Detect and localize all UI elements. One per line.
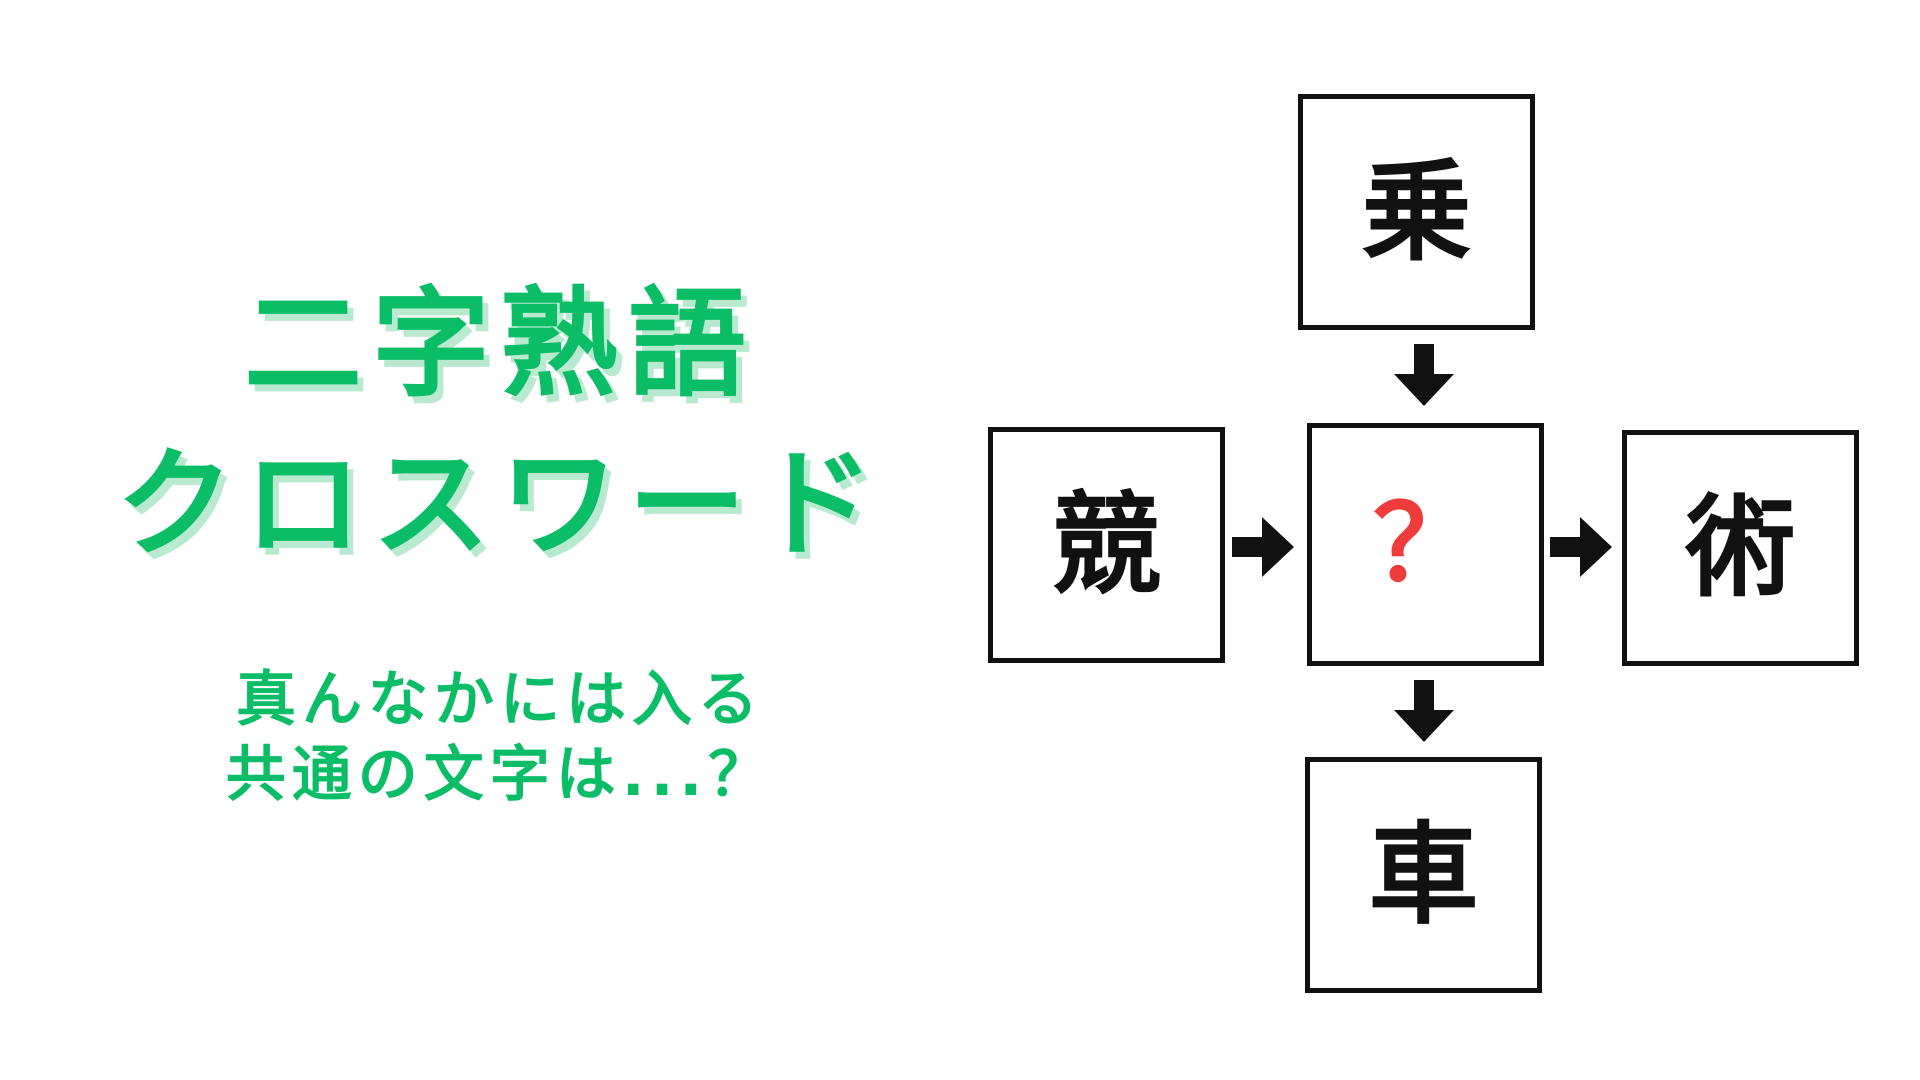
crossword-box-left: 競 — [988, 427, 1225, 663]
subtitle-line-1: 真んなかには入る — [236, 665, 764, 735]
crossword-char-top: 乗 — [1361, 148, 1472, 276]
crossword-char-center: ？ — [1372, 483, 1478, 605]
crossword-char-right: 術 — [1685, 484, 1796, 612]
crossword-box-center: ？ — [1307, 423, 1544, 666]
title-line-2: クロスワード — [115, 435, 884, 573]
subtitle-line-2: 共通の文字は...？ — [225, 740, 775, 810]
crossword-box-right: 術 — [1622, 430, 1859, 666]
arrow-right-icon — [1232, 517, 1294, 577]
arrow-right-icon — [1550, 517, 1612, 577]
crossword-box-top: 乗 — [1298, 94, 1535, 330]
crossword-box-bottom: 車 — [1305, 757, 1542, 993]
title-line-1: 二字熟語 — [243, 275, 756, 413]
arrow-down-icon — [1394, 344, 1454, 406]
arrow-down-icon — [1394, 680, 1454, 742]
crossword-char-bottom: 車 — [1368, 811, 1479, 939]
crossword-char-left: 競 — [1051, 481, 1162, 609]
